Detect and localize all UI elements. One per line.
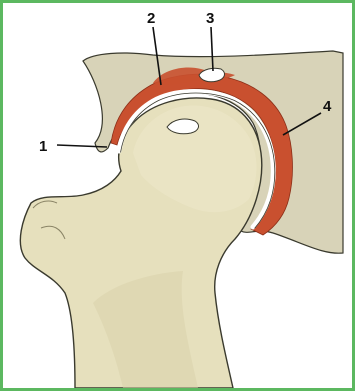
label-3: 3 [206,10,214,27]
label-1: 1 [39,138,47,155]
label-2: 2 [147,10,155,27]
hip-joint-illustration: 1 2 3 4 [3,3,352,388]
label-4: 4 [323,98,332,115]
